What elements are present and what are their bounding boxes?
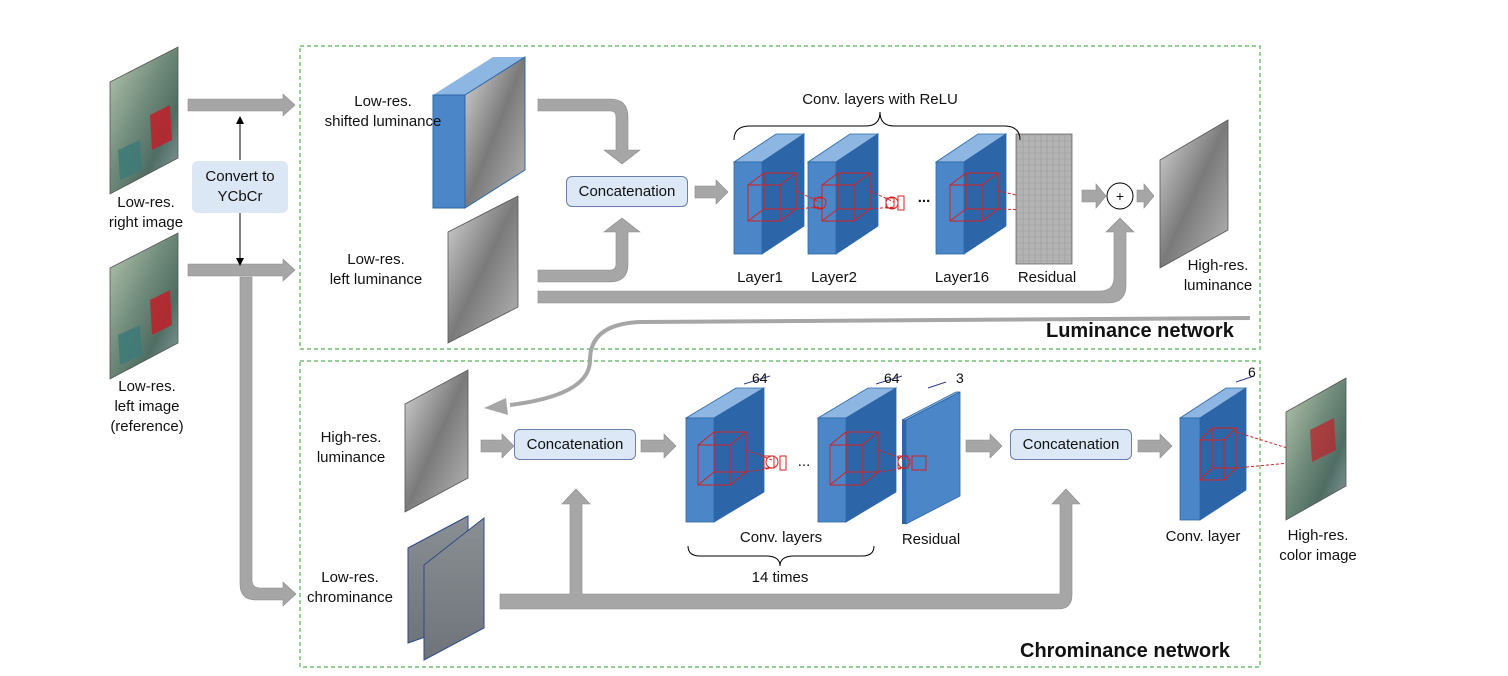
shifted-luminance-text: Low-res. shifted luminance: [324, 93, 442, 130]
right-image-thumbnail: [109, 46, 179, 195]
lum-bracket: [733, 111, 1021, 141]
lum-residual-label: Residual: [1017, 269, 1077, 286]
luminance-network-title: Luminance network: [1046, 320, 1234, 342]
chrom-layer-b: [816, 387, 898, 523]
shifted-luminance-block: [432, 56, 526, 209]
arrow-left-to-luminance: [187, 258, 296, 282]
chrom-concatenation-box-2: Concatenation: [1010, 429, 1132, 460]
lum-layer1: [732, 133, 806, 255]
hr-luminance-image: [1159, 119, 1229, 269]
chrom-concatenation-box-1: Concatenation: [514, 429, 636, 460]
lum-ellipsis: ...: [917, 189, 931, 206]
layer1-label: Layer1: [737, 269, 783, 286]
arrow-right-to-shifted: [187, 93, 296, 117]
conv-layer-label: Conv. layer: [1165, 528, 1241, 545]
layer16-label: Layer16: [934, 269, 990, 286]
chrom-final-layer: [1178, 387, 1248, 521]
chrom-layer-a: [684, 387, 766, 523]
convert-ycbcr-text: Convert to YCbCr: [205, 168, 275, 205]
conv-bracket-label: Conv. layers with ReLU: [802, 91, 958, 108]
repeat-label: 14 times: [751, 569, 809, 586]
plus-node: [1106, 182, 1134, 210]
depth-6: 6: [1248, 364, 1256, 380]
chrominance-stack: [407, 515, 485, 661]
hr-luminance-label: High-res. luminance: [1168, 256, 1268, 296]
shifted-luminance-label: Low-res. shifted luminance: [318, 92, 448, 132]
depth-3: 3: [956, 370, 964, 386]
chrom-concat2-text: Concatenation: [1022, 436, 1120, 453]
left-luminance-image: [447, 195, 519, 344]
convert-ycbcr-box: Convert to YCbCr: [192, 161, 288, 213]
luminance-section-border: [299, 45, 1261, 350]
chrominance-network-title: Chrominance network: [1020, 640, 1231, 662]
hr-color-image-label: High-res. color image: [1268, 526, 1368, 566]
left-luminance-text: Low-res. left luminance: [329, 251, 423, 288]
lum-concat-text: Concatenation: [578, 183, 676, 200]
layer2-label: Layer2: [811, 269, 857, 286]
hr-color-image-text: High-res. color image: [1279, 527, 1357, 564]
left-image-thumbnail: [109, 232, 179, 380]
chrom-hr-luminance-text: High-res. luminance: [316, 429, 386, 466]
right-image-label: Low-res. right image: [96, 193, 196, 233]
depth-64-b: 64: [884, 370, 900, 386]
left-image-label: Low-res. left image (reference): [92, 377, 202, 437]
left-image-label-text: Low-res. left image (reference): [110, 378, 184, 435]
chrom-hr-luminance-image: [404, 369, 469, 513]
chrom-residual-label: Residual: [901, 531, 961, 548]
depth-64-a: 64: [752, 370, 768, 386]
chrominance-section-border: [299, 360, 1261, 668]
conv-layers-label: Conv. layers: [739, 529, 823, 546]
lr-chrominance-label: Low-res. chrominance: [300, 568, 400, 608]
lr-chrominance-text: Low-res. chrominance: [307, 569, 393, 606]
lum-concatenation-box: Concatenation: [566, 176, 688, 207]
right-image-label-text: Low-res. right image: [108, 194, 184, 231]
left-luminance-label: Low-res. left luminance: [316, 250, 436, 290]
plus-sign: +: [1115, 188, 1125, 204]
chrom-hr-luminance-label: High-res. luminance: [302, 428, 400, 468]
chrom-concat1-text: Concatenation: [526, 436, 624, 453]
lum-layer2: [806, 133, 880, 255]
arrow-left-to-chrominance: [239, 276, 297, 607]
chrom-ellipsis: ...: [797, 453, 811, 470]
hr-luminance-text: High-res. luminance: [1183, 257, 1253, 294]
lum-residual-map: [1015, 133, 1073, 265]
lum-layer16: [934, 133, 1008, 255]
chrom-residual-layer: [901, 391, 961, 525]
